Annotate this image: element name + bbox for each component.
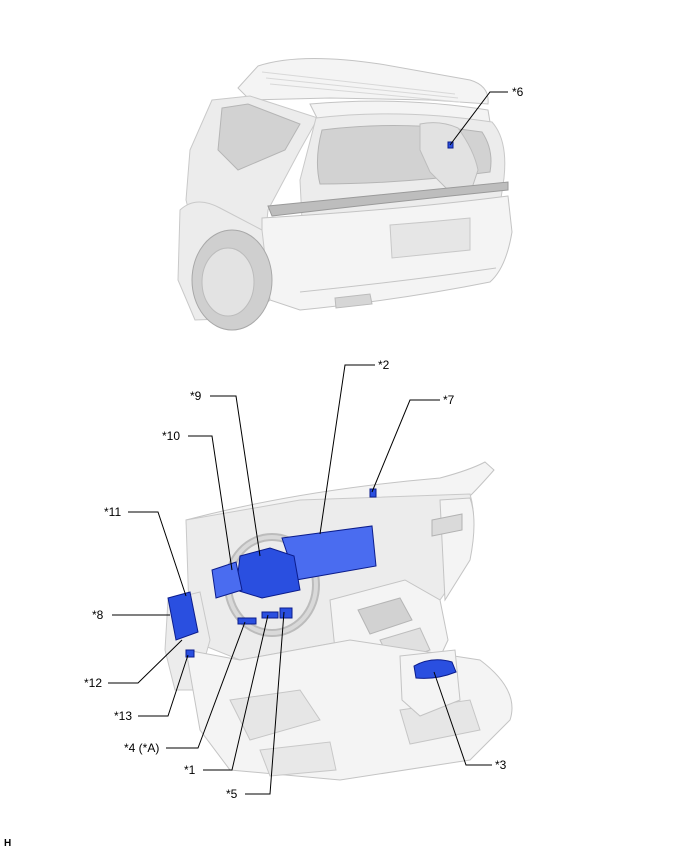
label-1: *1 — [184, 763, 196, 777]
label-2: *2 — [378, 358, 390, 372]
label-10: *10 — [162, 429, 180, 443]
callout-labels: *6 *2 *7 *9 *10 *11 *8 *12 *13 *4 (*A) *… — [4, 85, 524, 849]
instrument-panel-illustration — [164, 461, 513, 781]
label-6: *6 — [512, 85, 524, 99]
corner-code: H — [4, 838, 11, 849]
label-11: *11 — [104, 505, 121, 519]
label-4-a: *4 (*A) — [124, 741, 159, 755]
label-12: *12 — [84, 676, 102, 690]
label-7: *7 — [443, 393, 455, 407]
label-8: *8 — [92, 608, 104, 622]
label-3: *3 — [495, 758, 507, 772]
label-13: *13 — [114, 709, 132, 723]
label-5: *5 — [226, 787, 238, 801]
leader-lines — [108, 91, 508, 795]
label-9: *9 — [190, 389, 202, 403]
vehicle-rear-illustration — [177, 58, 513, 331]
